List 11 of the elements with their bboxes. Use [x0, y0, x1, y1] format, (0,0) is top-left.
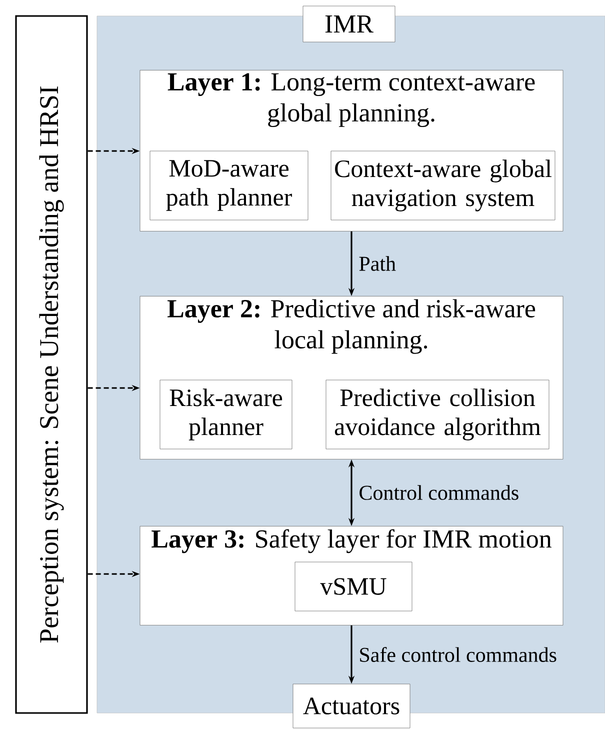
component-box: Predictive collision avoidance algorithm: [326, 380, 550, 450]
component-box: Actuators: [292, 684, 410, 728]
edge-label: Safe control commands: [358, 646, 558, 663]
perception-box: Perception system: Scene Understanding and HRSI: [15, 15, 88, 714]
panel-title: IMR: [302, 6, 396, 42]
component-box: MoD-aware path planner: [150, 150, 308, 220]
component-box: Context-aware global navigation system: [330, 150, 556, 220]
edge-label: Control commands: [358, 484, 520, 501]
component-box: Risk-aware planner: [160, 380, 292, 450]
component-box: vSMU: [294, 562, 412, 612]
edge-label: Path: [358, 255, 398, 272]
